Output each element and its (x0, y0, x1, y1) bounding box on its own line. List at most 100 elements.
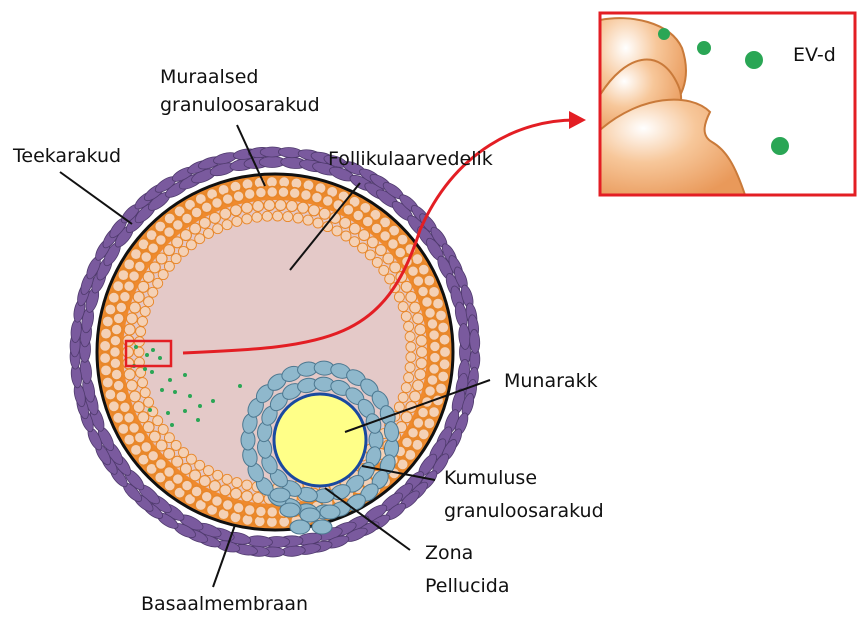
inset-ev-4 (771, 137, 789, 155)
granulosa-cell (212, 197, 223, 208)
granulosa-cell (418, 286, 429, 297)
label-muraalsed-line2: granuloosarakud (160, 91, 320, 119)
granulosa-cell (124, 369, 135, 380)
ev-dot (211, 399, 215, 403)
granulosa-cell (153, 278, 163, 288)
granulosa-cell (398, 392, 408, 402)
granulosa-cell (110, 358, 121, 369)
granulosa-cell (244, 189, 255, 200)
granulosa-cell (201, 202, 212, 213)
granulosa-cell (313, 218, 323, 228)
granulosa-cell (126, 313, 137, 324)
granulosa-cell (119, 402, 130, 413)
ev-dot (188, 394, 192, 398)
granulosa-cell (332, 226, 342, 236)
granulosa-cell (143, 422, 154, 433)
granulosa-cell (186, 240, 196, 250)
granulosa-cell (204, 228, 214, 238)
granulosa-cell (124, 412, 135, 423)
granulosa-cell (405, 362, 415, 372)
granulosa-cell (126, 380, 137, 391)
granulosa-cell (427, 318, 438, 329)
granulosa-cell (417, 347, 428, 358)
ev-dot (148, 408, 152, 412)
granulosa-cell (209, 212, 220, 223)
granulosa-cell (300, 190, 311, 201)
granulosa-cell (113, 313, 124, 324)
inset-ev-1 (658, 28, 670, 40)
granulosa-cell (401, 412, 412, 423)
granulosa-cell (415, 324, 426, 335)
granulosa-cell (153, 416, 163, 426)
granulosa-cell (220, 208, 231, 219)
ev-dot (198, 404, 202, 408)
cumulus-cell (290, 520, 310, 534)
granulosa-cell (262, 211, 272, 221)
granulosa-cell (425, 307, 436, 318)
granulosa-cell (406, 292, 417, 303)
ev-dot (173, 390, 177, 394)
granulosa-cell (129, 391, 140, 402)
granulosa-cell (413, 313, 424, 324)
granulosa-cell (213, 470, 223, 480)
granulosa-cell (204, 466, 214, 476)
granulosa-cell (298, 202, 309, 213)
granulosa-cell (108, 400, 120, 412)
granulosa-cell (111, 369, 122, 380)
ev-dot (238, 384, 242, 388)
granulosa-cell (111, 324, 122, 335)
granulosa-cell (233, 502, 244, 513)
label-munarakk: Munarakk (504, 367, 598, 395)
granulosa-cell (404, 321, 414, 331)
granulosa-cell (289, 188, 300, 199)
granulosa-cell (253, 201, 264, 212)
granulosa-cell (144, 397, 154, 407)
inset-ev-3 (745, 51, 763, 69)
granulosa-cell (390, 262, 401, 273)
granulosa-cell (199, 217, 210, 228)
granulosa-cell (222, 220, 232, 230)
granulosa-cell (416, 358, 427, 369)
granulosa-cell (273, 211, 283, 221)
granulosa-cell (116, 302, 127, 313)
granulosa-cell (401, 383, 411, 393)
label-zona-line2: Pellucida (425, 572, 510, 600)
ev-dot (196, 418, 200, 422)
inset-ev-2 (697, 41, 711, 55)
granulosa-cell (398, 302, 408, 312)
granulosa-cell (143, 271, 154, 282)
granulosa-cell (242, 480, 252, 490)
granulosa-cell (379, 265, 389, 275)
granulosa-cell (209, 481, 220, 492)
granulosa-cell (222, 194, 233, 205)
ev-dot (151, 348, 155, 352)
granulosa-cell (195, 234, 205, 244)
granulosa-cell (213, 224, 223, 234)
granulosa-cell (429, 363, 440, 374)
granulosa-cell (242, 202, 253, 213)
granulosa-cell (401, 281, 412, 292)
granulosa-cell (401, 311, 411, 321)
label-muraalsed-line1: Muraalsed (160, 63, 258, 91)
granulosa-cell (144, 297, 154, 307)
granulosa-cell (124, 324, 135, 335)
granulosa-cell (413, 276, 424, 287)
zoom-arrowhead (569, 111, 586, 129)
granulosa-cell (394, 292, 404, 302)
granulosa-cell (275, 200, 286, 211)
cumulus-cell (270, 488, 290, 502)
granulosa-cell (303, 215, 313, 225)
granulosa-cell (293, 213, 303, 223)
granulosa-cell (253, 493, 264, 504)
granulosa-cell (416, 335, 427, 346)
granulosa-cell (255, 187, 266, 198)
ev-dot (183, 409, 187, 413)
granulosa-cell (110, 335, 121, 346)
granulosa-cell (415, 369, 426, 380)
cumulus-cell (320, 505, 340, 519)
granulosa-cell (123, 347, 134, 358)
cumulus-cell (280, 503, 300, 517)
granulosa-cell (136, 327, 146, 337)
granulosa-cell (418, 407, 429, 418)
